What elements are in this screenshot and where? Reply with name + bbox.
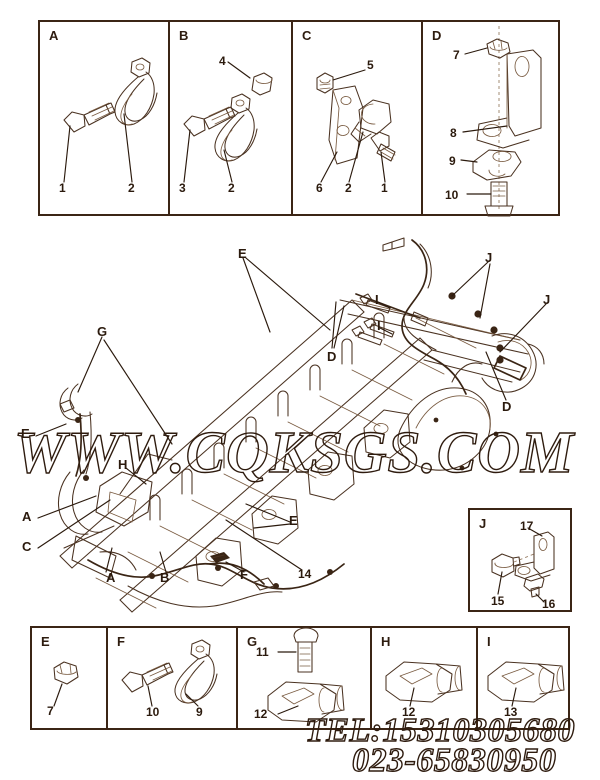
- callout-a-lower: A: [106, 570, 116, 585]
- panel-h: H 12: [370, 628, 476, 728]
- callout-leaders: [35, 257, 547, 573]
- panel-e: E 7: [32, 628, 106, 728]
- bottom-panel-row: E 7 F: [30, 626, 570, 730]
- panel-a-number-1: 1: [59, 181, 66, 195]
- panel-b-letter: B: [179, 28, 189, 43]
- panel-c-number-2: 2: [345, 181, 352, 195]
- panel-a-letter: A: [49, 28, 59, 43]
- panel-d-number-7: 7: [453, 48, 460, 62]
- callout-j-right: J: [543, 292, 551, 307]
- top-panel-row: A: [38, 20, 562, 217]
- panel-j-number-15: 15: [491, 594, 505, 608]
- chassis-cross-members: [95, 317, 477, 609]
- panel-h-letter: H: [381, 634, 391, 649]
- callout-i-upper: I: [375, 292, 379, 307]
- panel-i-letter: I: [487, 634, 492, 649]
- panel-c-number-6: 6: [316, 181, 323, 195]
- panel-c-art: [316, 69, 396, 183]
- panel-d-number-10: 10: [445, 188, 459, 202]
- panel-f-letter: F: [117, 634, 126, 649]
- panel-d-number-9: 9: [449, 154, 456, 168]
- panel-c: C: [291, 22, 421, 214]
- panel-g-number-11: 11: [256, 645, 269, 659]
- panel-b-number-2: 2: [228, 181, 235, 195]
- panel-j: J: [468, 508, 572, 612]
- panel-b-art: [183, 61, 273, 183]
- panel-h-art: [385, 661, 463, 707]
- callout-e-left: E: [21, 426, 30, 441]
- panel-b-number-3: 3: [179, 181, 186, 195]
- left-hose-bundle: [59, 383, 93, 481]
- callout-b: B: [160, 570, 170, 585]
- panel-f-number-10: 10: [146, 705, 160, 719]
- callout-d-left: D: [327, 349, 337, 364]
- panel-c-letter: C: [302, 28, 312, 43]
- panel-b-number-4: 4: [219, 54, 226, 68]
- panel-g: G 11 12: [236, 627, 370, 728]
- panel-i-number-13: 13: [504, 705, 518, 719]
- panel-a-art: [63, 57, 158, 183]
- callout-e-right: E: [289, 513, 298, 528]
- panel-g-number-12: 12: [254, 707, 268, 721]
- small-clip-part: [210, 552, 230, 563]
- panel-d-number-8: 8: [450, 126, 457, 140]
- panel-b: B: [168, 22, 291, 214]
- mounting-brackets: [195, 409, 411, 587]
- upper-cable-bundle: [382, 237, 504, 395]
- callout-j-upper: J: [485, 250, 493, 265]
- callout-e-top: E: [238, 246, 247, 261]
- panel-c-number-5: 5: [367, 58, 374, 72]
- panel-a-number-2: 2: [128, 181, 135, 195]
- panel-g-letter: G: [247, 634, 258, 649]
- lower-hose-routing: [87, 559, 345, 608]
- callout-g: G: [97, 324, 108, 339]
- panel-d-letter: D: [432, 28, 442, 43]
- panel-f: F 10: [106, 628, 236, 728]
- panel-f-art: [121, 639, 218, 707]
- upper-right-rod: [355, 293, 429, 327]
- front-left-assembly: [57, 453, 173, 579]
- panel-d: D: [421, 22, 562, 217]
- callout-a-upper: A: [22, 509, 32, 524]
- callout-h: H: [118, 457, 128, 472]
- callout-c: C: [22, 539, 32, 554]
- panel-e-art: [53, 661, 79, 707]
- callout-f: F: [240, 567, 248, 582]
- callout-d-right: D: [502, 399, 512, 414]
- callout-i-lower: I: [377, 318, 381, 333]
- panel-e-letter: E: [41, 634, 51, 649]
- panel-a: A: [40, 22, 168, 214]
- rail-clamp-loops: [149, 312, 385, 521]
- panel-j-art: [491, 527, 555, 603]
- detached-bolts-group: [351, 293, 395, 346]
- panel-j-letter: J: [479, 516, 487, 531]
- panel-i: I 13: [476, 628, 572, 728]
- callout-number-14: 14: [298, 567, 312, 581]
- panel-j-number-16: 16: [542, 597, 556, 611]
- panel-j-number-17: 17: [520, 519, 534, 533]
- right-clamp-cluster: [481, 333, 545, 393]
- panel-h-number-12: 12: [402, 705, 416, 719]
- panel-c-number-1: 1: [381, 181, 388, 195]
- panel-g-art: [267, 627, 345, 723]
- panel-i-art: [487, 661, 565, 707]
- panel-f-number-9: 9: [196, 705, 203, 719]
- panel-d-art: [460, 26, 542, 217]
- center-body-assembly: [397, 362, 499, 471]
- panel-e-number-7: 7: [47, 704, 54, 718]
